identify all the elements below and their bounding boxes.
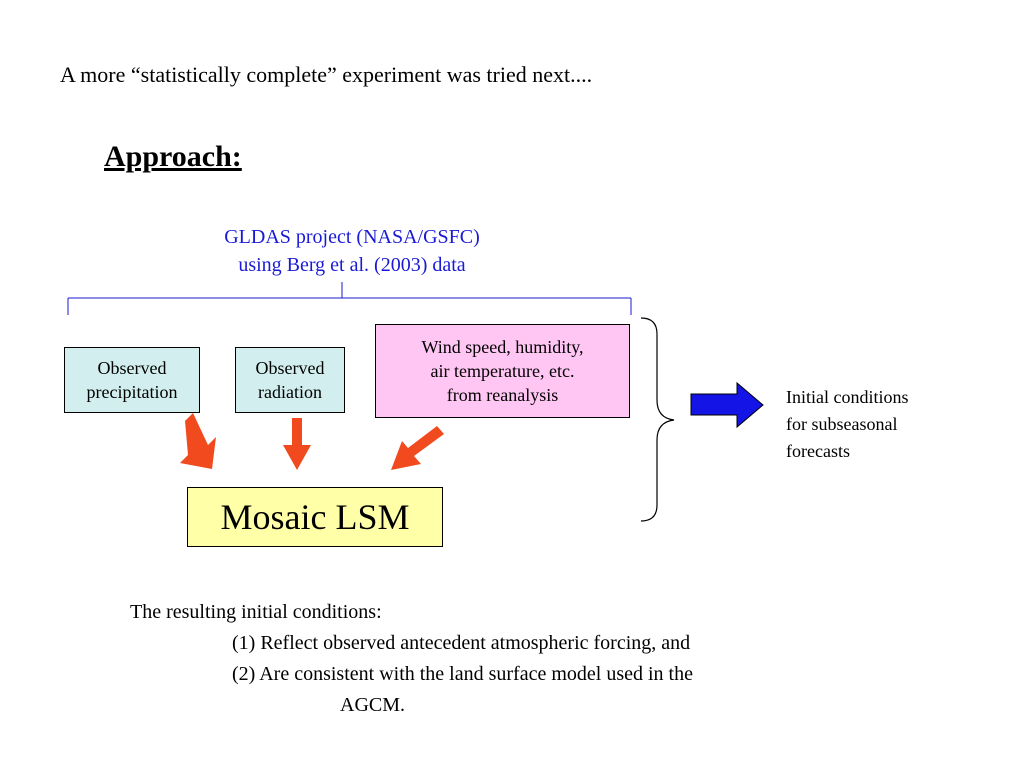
gldas-bracket <box>67 282 632 315</box>
observed-precipitation-box: Observed precipitation <box>64 347 200 413</box>
approach-heading: Approach: <box>104 140 242 173</box>
precip-line-2: precipitation <box>86 382 178 402</box>
output-line-2: for subseasonal <box>786 414 898 434</box>
initial-conditions-label: Initial conditions for subseasonal forec… <box>786 384 908 465</box>
reanalysis-line-2: air temperature, etc. <box>430 361 575 381</box>
reanalysis-line-3: from reanalysis <box>446 385 559 405</box>
output-line-3: forecasts <box>786 441 850 461</box>
intro-text: A more “statistically complete” experime… <box>60 62 593 87</box>
output-arrow <box>690 381 764 429</box>
precip-arrow <box>180 413 216 469</box>
radiation-line-1: Observed <box>255 358 325 378</box>
conclusion-line-1: The resulting initial conditions: <box>130 601 382 623</box>
reanalysis-line-1: Wind speed, humidity, <box>421 337 584 357</box>
gldas-line-1: GLDAS project (NASA/GSFC) <box>224 226 480 248</box>
conclusion-text: The resulting initial conditions: (1) Re… <box>130 597 693 721</box>
radiation-line-2: radiation <box>258 382 322 402</box>
reanalysis-box: Wind speed, humidity, air temperature, e… <box>375 324 630 418</box>
conclusion-line-2: (1) Reflect observed antecedent atmosphe… <box>232 632 691 654</box>
precip-line-1: Observed <box>97 358 167 378</box>
mosaic-lsm-box: Mosaic LSM <box>187 487 443 547</box>
gldas-line-2: using Berg et al. (2003) data <box>238 254 466 276</box>
gldas-label: GLDAS project (NASA/GSFC) using Berg et … <box>150 223 554 279</box>
radiation-arrow <box>283 418 311 470</box>
output-line-1: Initial conditions <box>786 387 909 407</box>
mosaic-label: Mosaic LSM <box>220 497 410 537</box>
observed-radiation-box: Observed radiation <box>235 347 345 413</box>
right-curly-brace <box>640 317 675 522</box>
conclusion-line-3: (2) Are consistent with the land surface… <box>232 663 693 685</box>
reanalysis-arrow <box>391 426 444 470</box>
conclusion-line-4: AGCM. <box>340 694 406 716</box>
